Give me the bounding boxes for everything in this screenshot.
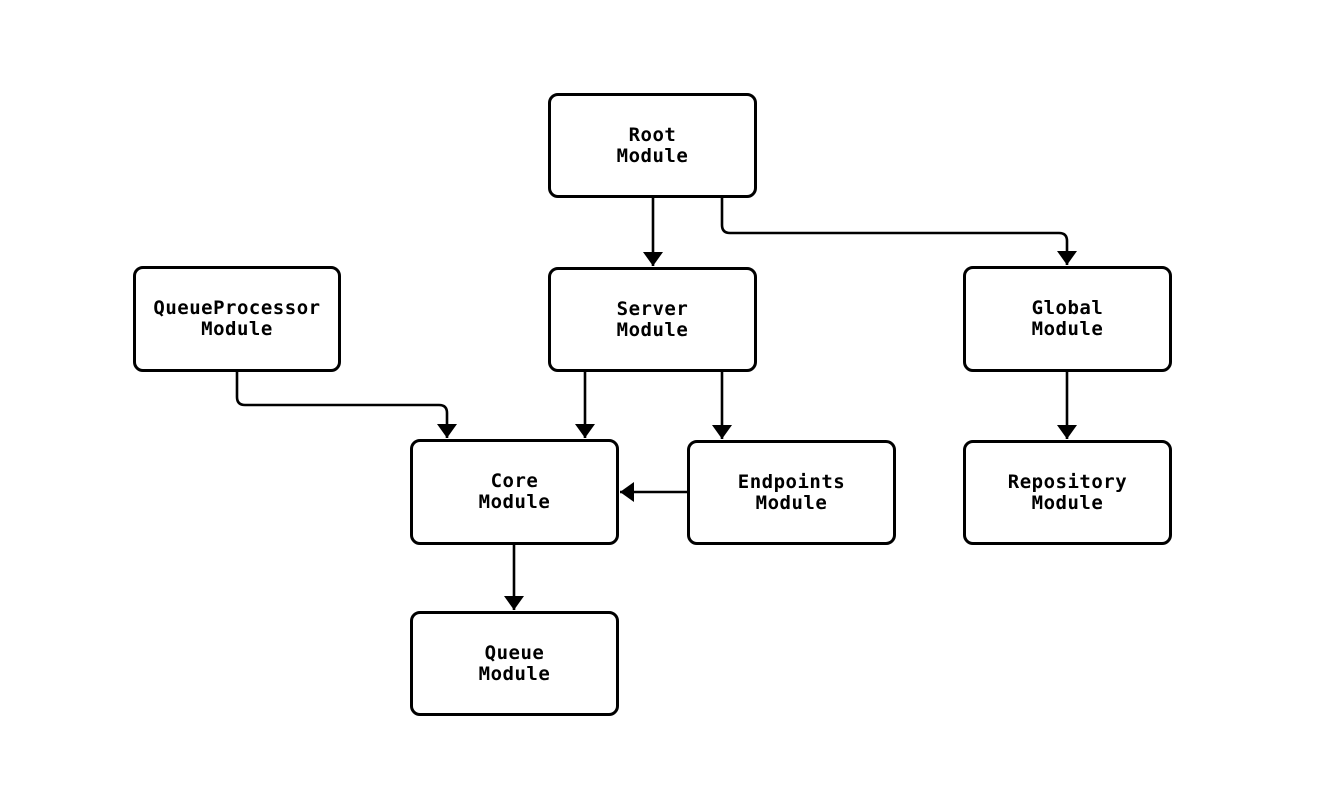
node-label: Server Module <box>616 297 689 341</box>
node-endpoints-module: Endpoints Module <box>687 440 896 545</box>
node-label: Core Module <box>478 470 551 513</box>
node-global-module: Global Module <box>963 266 1172 372</box>
node-repository-module: Repository Module <box>963 440 1172 545</box>
node-root-module: Root Module <box>548 93 757 198</box>
node-queueprocessor-module: QueueProcessor Module <box>133 266 341 372</box>
node-label: Global Module <box>1031 297 1104 340</box>
node-core-module: Core Module <box>410 439 619 545</box>
edge-root-module-to-global-module <box>720 198 1077 265</box>
node-label: Endpoints Module <box>737 470 846 514</box>
node-queue-module: Queue Module <box>410 611 619 716</box>
edge-queueprocessor-module-to-core-module <box>235 372 457 438</box>
node-label: Repository Module <box>1007 470 1128 514</box>
node-label: Root Module <box>616 123 689 167</box>
node-server-module: Server Module <box>548 267 757 372</box>
node-label: QueueProcessor Module <box>153 297 321 340</box>
node-label: Queue Module <box>478 641 551 685</box>
